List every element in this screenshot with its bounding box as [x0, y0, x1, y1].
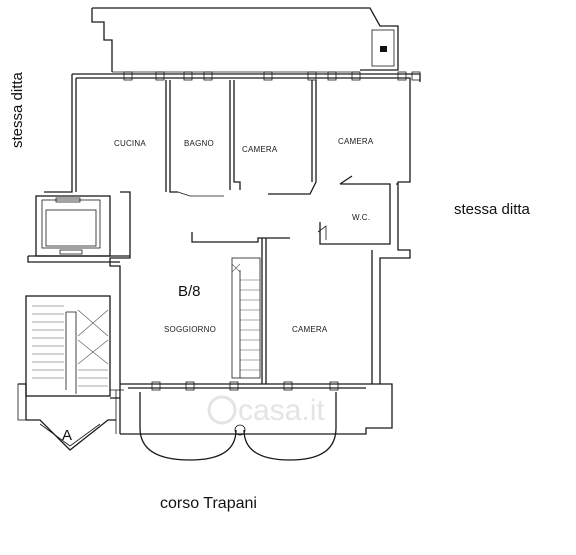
neighbor-left-label: stessa ditta [9, 71, 26, 148]
room-label-wc: W.C. [352, 213, 370, 222]
unit-label: B/8 [178, 283, 201, 300]
interior-walls [165, 80, 398, 384]
room-label-bathroom: BAGNO [184, 139, 214, 148]
room-label-bedroom-2: CAMERA [338, 137, 374, 146]
neighbor-right-label: stessa ditta [454, 201, 531, 218]
room-label-bedroom-3: CAMERA [292, 325, 328, 334]
top-windows [123, 71, 421, 81]
room-label-bedroom-1: CAMERA [242, 145, 278, 154]
room-label-living: SOGGIORNO [164, 325, 216, 334]
room-labels: CUCINA BAGNO CAMERA CAMERA W.C. SOGGIORN… [114, 137, 374, 334]
top-terrace [91, 7, 399, 73]
internal-stair [231, 257, 261, 379]
watermark-text: casa.it [238, 394, 325, 427]
watermark: casa.it [207, 394, 325, 427]
outer-walls [44, 73, 421, 435]
room-label-kitchen: CUCINA [114, 139, 146, 148]
street-label: corso Trapani [160, 495, 257, 512]
staircase-a: A [17, 295, 120, 451]
front-balconies [139, 392, 337, 461]
bottom-windows [128, 381, 366, 391]
elevator [27, 195, 130, 263]
stair-label: A [62, 427, 72, 444]
